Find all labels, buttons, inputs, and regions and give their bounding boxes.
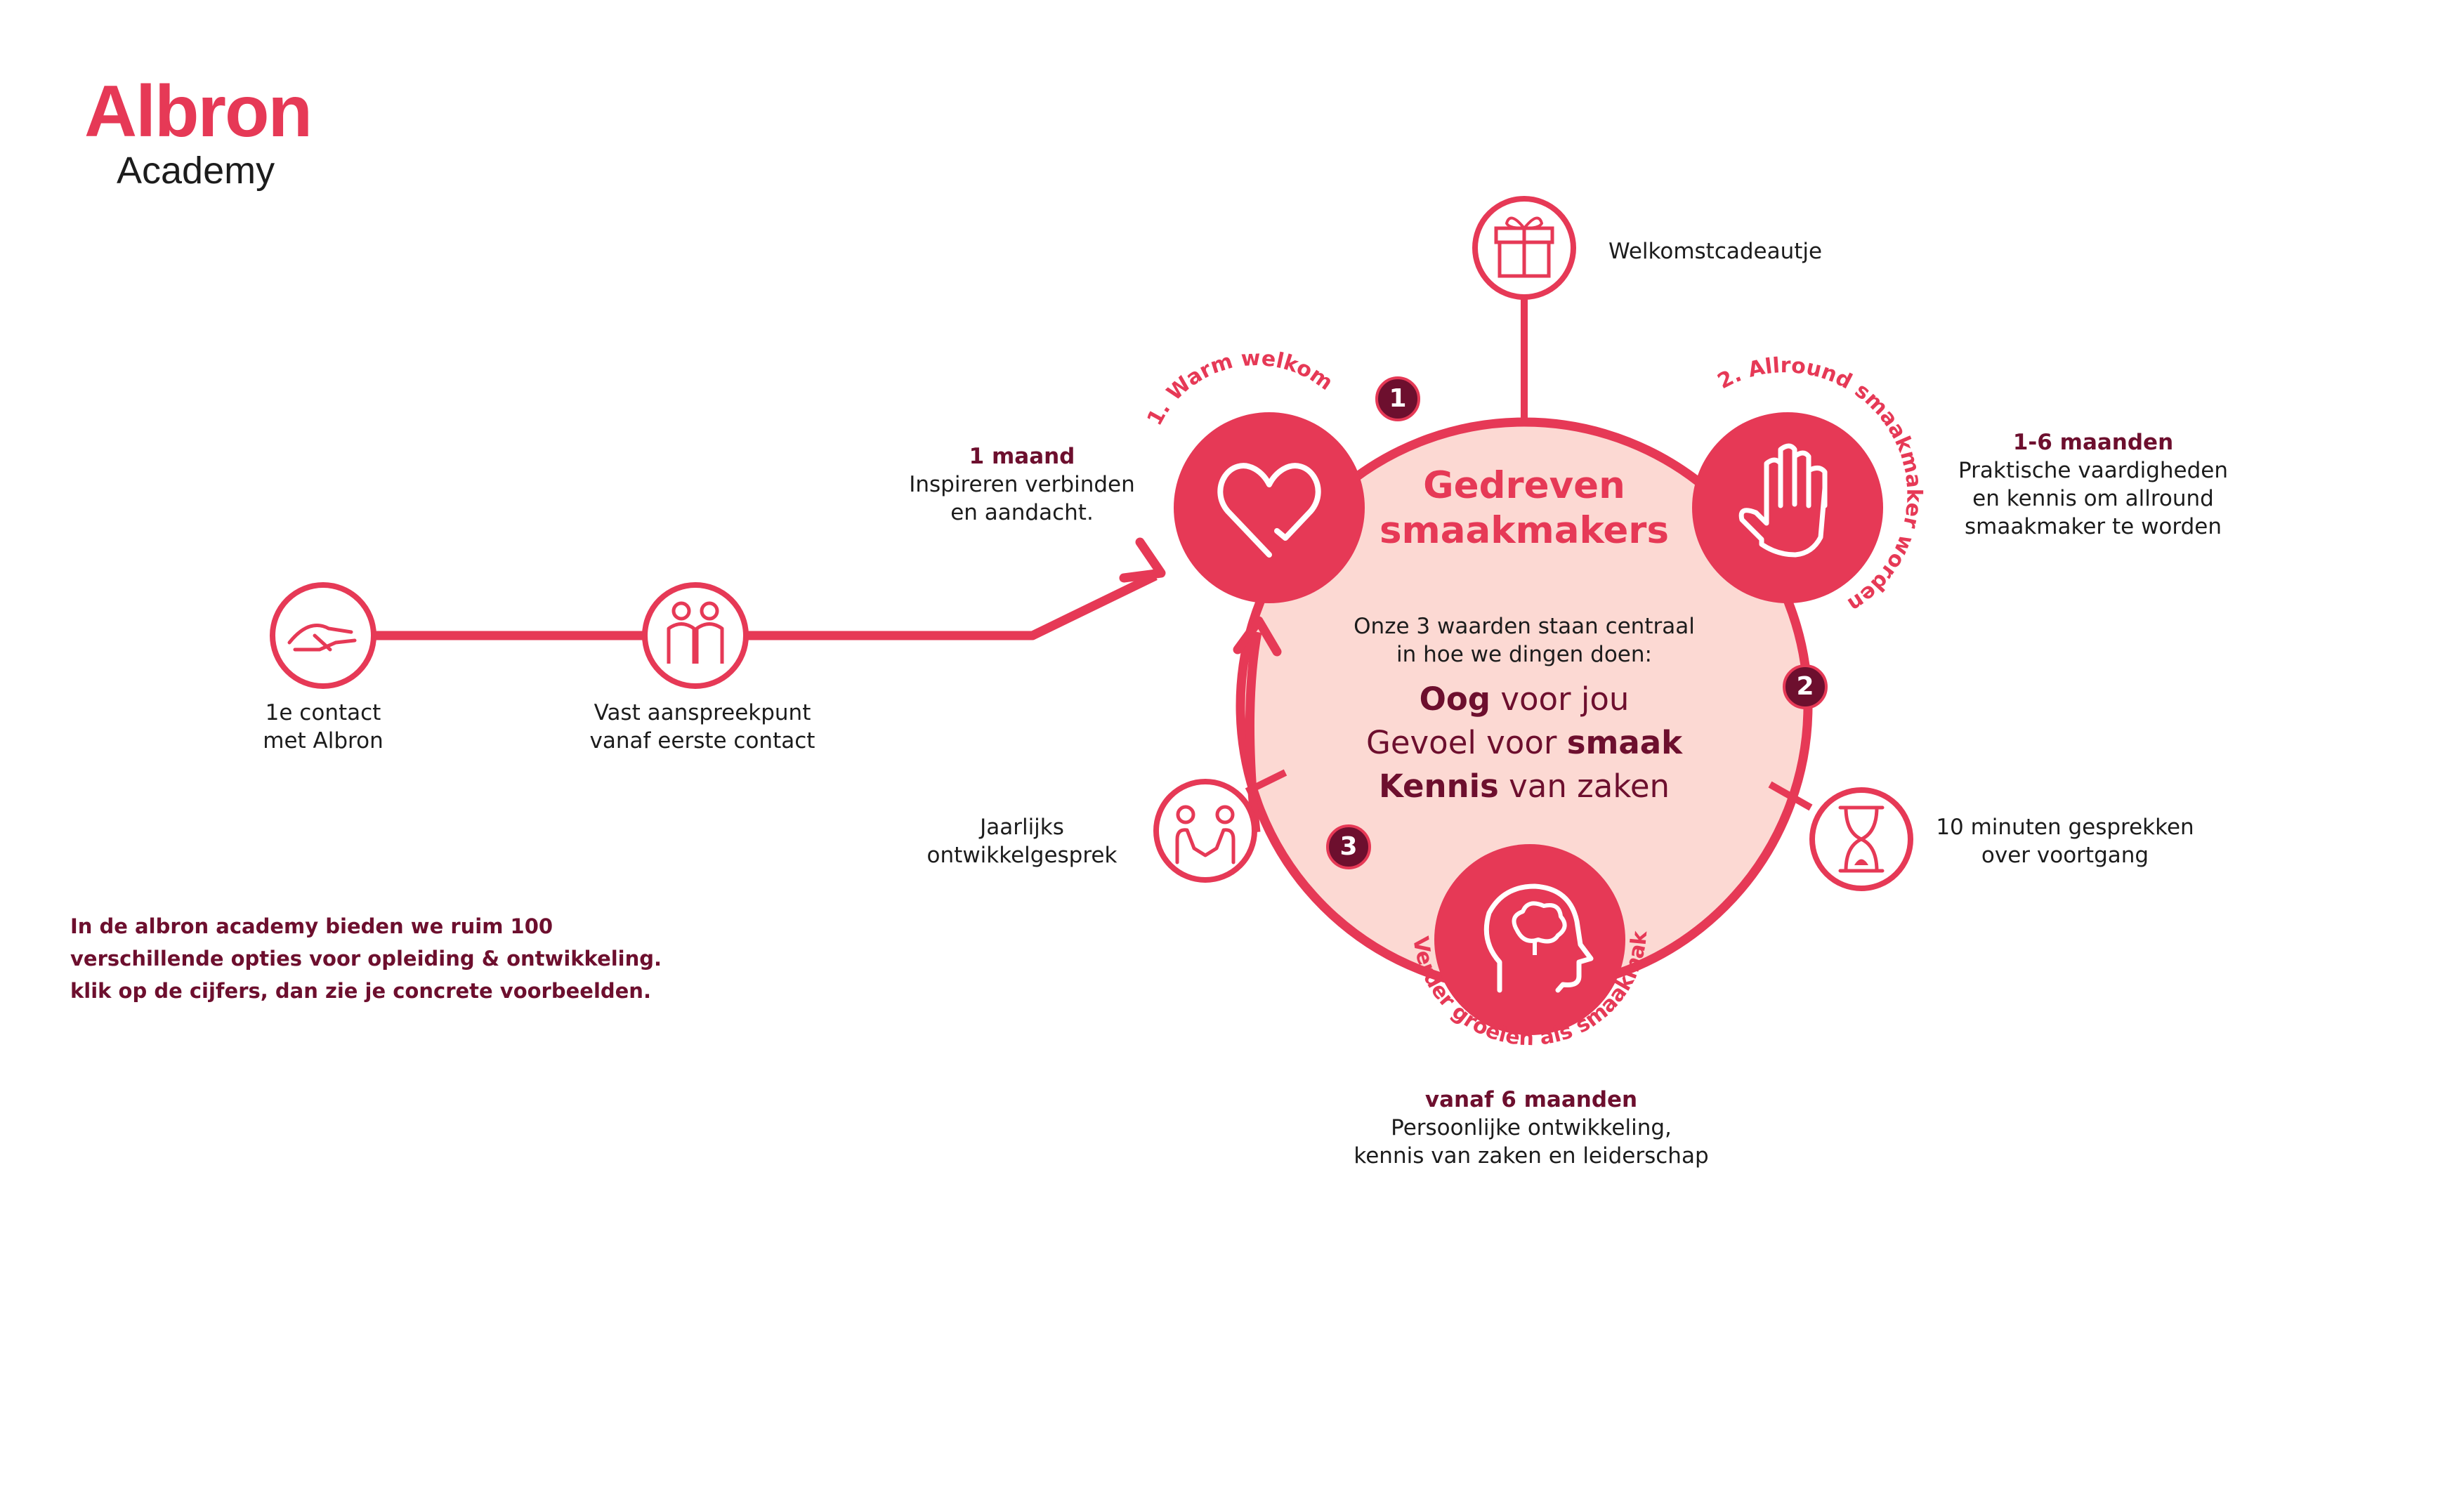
conversation-icon [1153,779,1257,883]
phase2-description: 1-6 maanden Praktische vaardigheden en k… [1958,430,2228,539]
academy-label: Academy [117,150,275,192]
phase1-description: 1 maand Inspireren verbinden en aandacht… [909,444,1135,525]
gift-label: Welkomstcadeautje [1608,239,1823,264]
phase2-number-button[interactable]: 2 [1783,664,1828,709]
hand-icon[interactable] [1692,412,1883,603]
contact-point-label: Vast aanspreekpunt vanaf eerste contact [589,700,815,754]
value-oog: Oog voor jou [1419,680,1630,718]
yearly-connector [1245,769,1287,795]
center-title: Gedreven smaakmakers [1380,464,1669,552]
heart-icon[interactable] [1174,412,1365,603]
handshake-icon [270,582,376,689]
albron-logo: Albron [84,71,313,152]
intro-text: In de albron academy bieden we ruim 100 … [70,914,662,1003]
two-people-icon [642,582,749,689]
phase3-description: vanaf 6 maanden Persoonlijke ontwikkelin… [1354,1087,1709,1169]
value-kennis: Kennis van zaken [1378,768,1670,805]
center-lead: Onze 3 waarden staan centraal in hoe we … [1354,614,1695,667]
gift-icon [1472,196,1576,300]
hourglass-label: 10 minuten gesprekken over voortgang [1936,815,2194,868]
yearly-label: Jaarlijks ontwikkelgesprek [926,815,1118,868]
value-smaak: Gevoel voor smaak [1365,724,1683,761]
timeline-arrow [1119,537,1166,583]
head-icon[interactable] [1434,844,1625,1035]
phase3-number-button[interactable]: 3 [1326,824,1371,869]
return-arrow-head [1233,616,1282,657]
phase1-number-button[interactable]: 1 [1375,376,1420,421]
return-arrow [1245,631,1262,833]
hourglass-connector [1768,781,1813,811]
timeline-line [284,572,1158,640]
hourglass-icon [1809,787,1913,891]
first-contact-label: 1e contact met Albron [263,700,384,754]
